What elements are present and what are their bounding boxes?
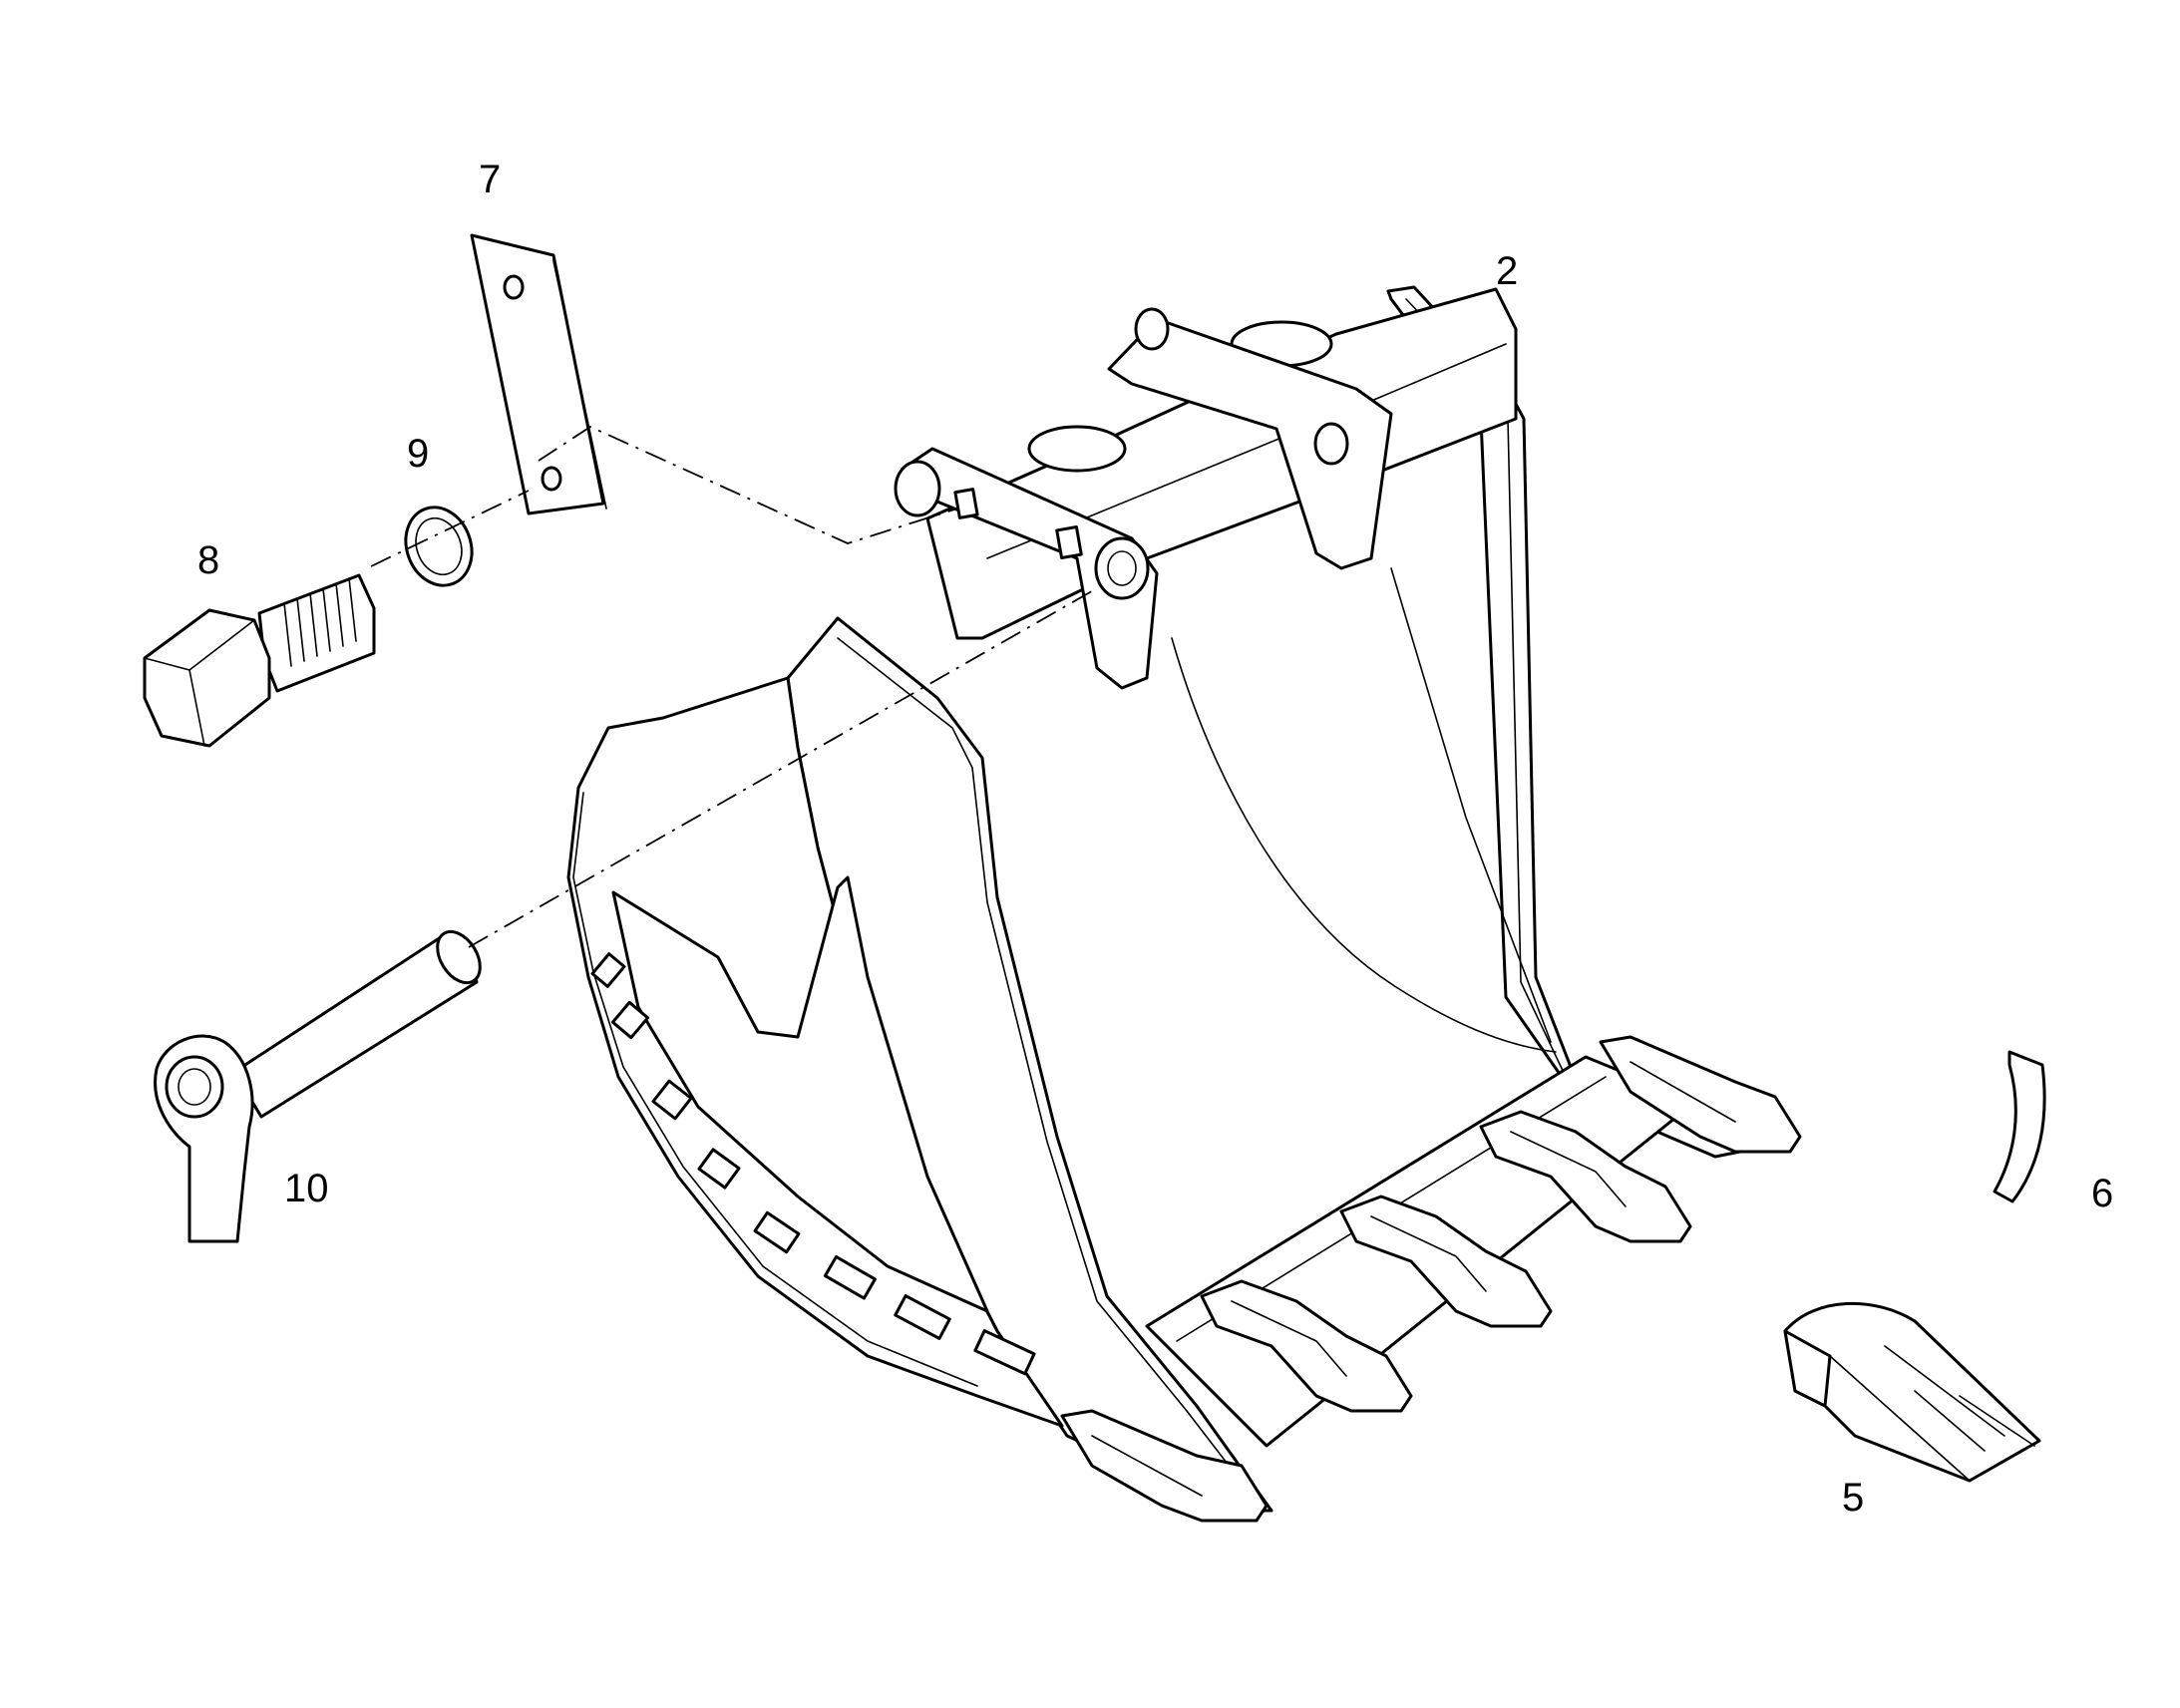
- part-label-5: 5: [1842, 1476, 1864, 1520]
- part-label-6: 6: [2091, 1172, 2113, 1215]
- washer: [404, 506, 474, 587]
- part-label-7: 7: [479, 158, 501, 201]
- hex-bolt: [143, 573, 376, 748]
- bucket-pin: [154, 929, 482, 1243]
- bucket: [566, 285, 1802, 1523]
- bolt-threads: [283, 577, 357, 667]
- teeth-row: [1060, 1035, 1802, 1523]
- part-label-9: 9: [407, 432, 429, 476]
- lock-plate: [470, 233, 607, 515]
- bucket-tooth: [1783, 1301, 2041, 1483]
- part-label-2: 2: [1496, 249, 1518, 293]
- tooth-lock: [1993, 1050, 2046, 1203]
- part-labels: 2 5 6 7 8 9 10: [197, 158, 2113, 1520]
- assembly-lines: [370, 425, 1098, 948]
- part-label-8: 8: [197, 538, 219, 582]
- wear-strips: [590, 952, 1036, 1376]
- part-label-10: 10: [284, 1167, 329, 1210]
